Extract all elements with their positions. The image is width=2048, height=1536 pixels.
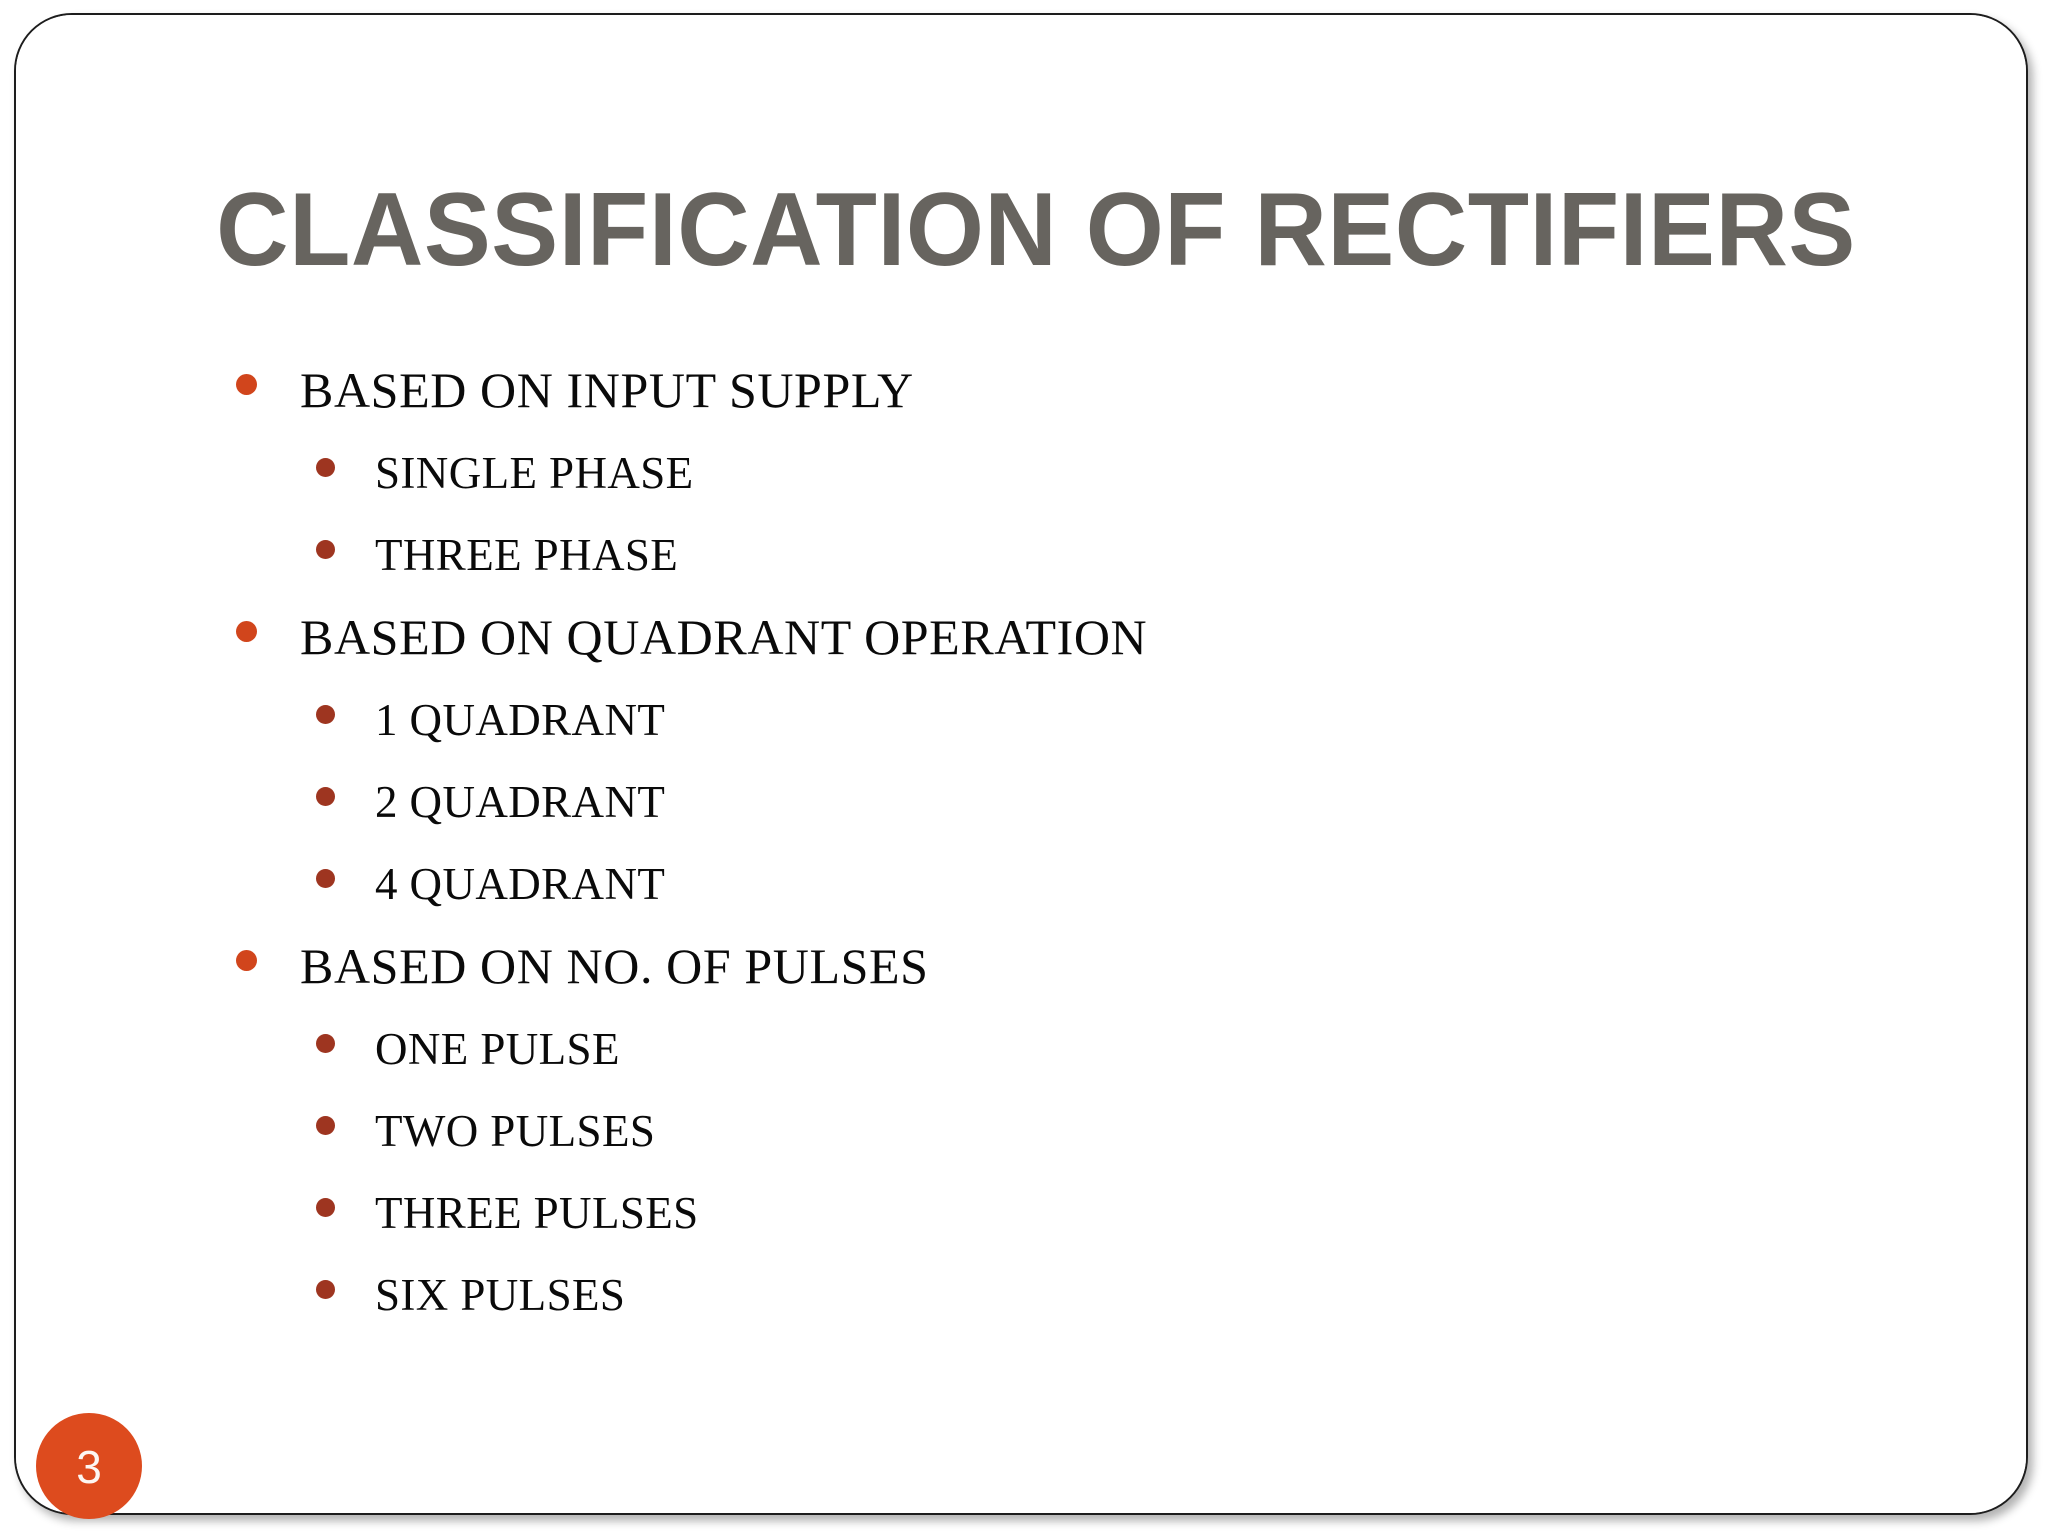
bullet-dot-icon — [316, 540, 335, 559]
list-item-label: BASED ON INPUT SUPPLY — [300, 362, 914, 418]
bullet-dot-icon — [316, 705, 335, 724]
list-item[interactable]: 2 QUADRANT — [230, 761, 1930, 843]
list-item-label: THREE PHASE — [375, 530, 679, 580]
list-item-label: ONE PULSE — [375, 1024, 620, 1074]
list-item[interactable]: BASED ON QUADRANT OPERATION — [230, 596, 1930, 679]
list-item[interactable]: ONE PULSE — [230, 1008, 1930, 1090]
page-title: CLASSIFICATION OF RECTIFIERS — [216, 172, 1856, 288]
bullet-dot-icon — [316, 869, 335, 888]
slide-content-area: CLASSIFICATION OF RECTIFIERS BASED ON IN… — [16, 15, 2026, 1513]
list-item[interactable]: BASED ON INPUT SUPPLY — [230, 349, 1930, 432]
bullet-dot-icon — [236, 621, 257, 642]
bullet-dot-icon — [316, 1116, 335, 1135]
list-item[interactable]: THREE PULSES — [230, 1172, 1930, 1254]
list-item-label: SINGLE PHASE — [375, 448, 694, 498]
list-item[interactable]: SIX PULSES — [230, 1254, 1930, 1336]
list-item-label: 4 QUADRANT — [375, 859, 666, 909]
list-item[interactable]: BASED ON NO. OF PULSES — [230, 925, 1930, 1008]
bullet-dot-icon — [236, 950, 257, 971]
bullet-dot-icon — [316, 1280, 335, 1299]
list-item[interactable]: SINGLE PHASE — [230, 432, 1930, 514]
list-item[interactable]: TWO PULSES — [230, 1090, 1930, 1172]
bullet-dot-icon — [236, 374, 257, 395]
list-item-label: SIX PULSES — [375, 1270, 626, 1320]
list-item-label: TWO PULSES — [375, 1106, 656, 1156]
list-item-label: BASED ON NO. OF PULSES — [300, 938, 929, 994]
list-item[interactable]: 1 QUADRANT — [230, 679, 1930, 761]
bullet-dot-icon — [316, 1034, 335, 1053]
list-item[interactable]: THREE PHASE — [230, 514, 1930, 596]
list-item-label: 2 QUADRANT — [375, 777, 666, 827]
list-item[interactable]: 4 QUADRANT — [230, 843, 1930, 925]
bullet-dot-icon — [316, 458, 335, 477]
page-number-label: 3 — [76, 1441, 102, 1493]
list-item-label: THREE PULSES — [375, 1188, 699, 1238]
list-item-label: 1 QUADRANT — [375, 695, 666, 745]
slide-frame: CLASSIFICATION OF RECTIFIERS BASED ON IN… — [14, 13, 2028, 1515]
bullet-list: BASED ON INPUT SUPPLY SINGLE PHASE THREE… — [230, 349, 1930, 1336]
page-number-badge: 3 — [36, 1413, 142, 1519]
bullet-dot-icon — [316, 1198, 335, 1217]
list-item-label: BASED ON QUADRANT OPERATION — [300, 609, 1148, 665]
bullet-dot-icon — [316, 787, 335, 806]
